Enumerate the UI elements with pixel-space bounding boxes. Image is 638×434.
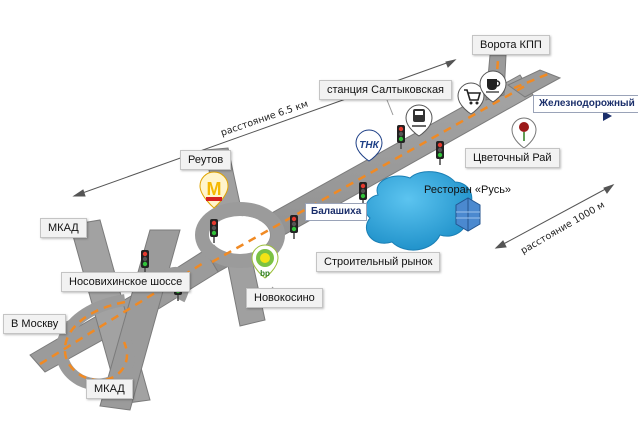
restaurant-building-icon bbox=[455, 197, 481, 232]
cloverleaf-loop bbox=[55, 294, 135, 391]
mcdonalds-icon: М bbox=[199, 171, 229, 209]
label-v-moskvu: В Москву bbox=[3, 314, 67, 334]
label-vorota-kpp: Ворота КПП bbox=[472, 35, 550, 55]
traffic-light-icon bbox=[436, 141, 444, 165]
traffic-light-icon bbox=[290, 215, 298, 239]
coffee-cup-icon bbox=[479, 70, 507, 103]
lake bbox=[365, 171, 473, 251]
branch-road-right bbox=[507, 69, 562, 98]
label-restoran-rus: Ресторан «Русь» bbox=[424, 184, 512, 196]
label-stroitelny-rynok: Строительный рынок bbox=[316, 252, 441, 272]
roundabout bbox=[195, 202, 285, 268]
distance-line-side bbox=[494, 184, 615, 249]
label-mkad-bottom: МКАД bbox=[86, 379, 133, 399]
label-nosovikhinskoe-shosse: Носовихинское шоссе bbox=[61, 272, 191, 292]
shopping-cart-icon bbox=[457, 82, 485, 115]
svg-text:ТНК: ТНК bbox=[359, 140, 379, 151]
train-icon bbox=[405, 104, 433, 137]
rose-flower-icon bbox=[511, 117, 537, 149]
traffic-light-icon bbox=[397, 125, 405, 149]
label-stantsiya-saltykovskaya: станция Салтыковская bbox=[319, 80, 453, 100]
distance-main-label: расстояние 6.5 км bbox=[219, 99, 309, 139]
direction-arrow-icon bbox=[603, 111, 612, 121]
traffic-light-icon bbox=[141, 250, 149, 274]
bp-station-icon: bp bbox=[251, 244, 279, 279]
traffic-light-icon bbox=[210, 219, 218, 243]
label-mkad-top: МКАД bbox=[40, 218, 87, 238]
tnk-station-icon: ТНК bbox=[355, 129, 383, 162]
label-tsvetochny-ray: Цветочный Рай bbox=[465, 148, 560, 168]
label-novokosino: Новокосино bbox=[246, 288, 323, 308]
label-zheleznodorozhny: Железнодорожный bbox=[533, 95, 638, 113]
label-balashikha: Балашиха bbox=[305, 203, 368, 221]
label-reutov: Реутов bbox=[180, 150, 232, 170]
svg-text:bp: bp bbox=[260, 269, 270, 278]
svg-text:М: М bbox=[207, 179, 222, 199]
